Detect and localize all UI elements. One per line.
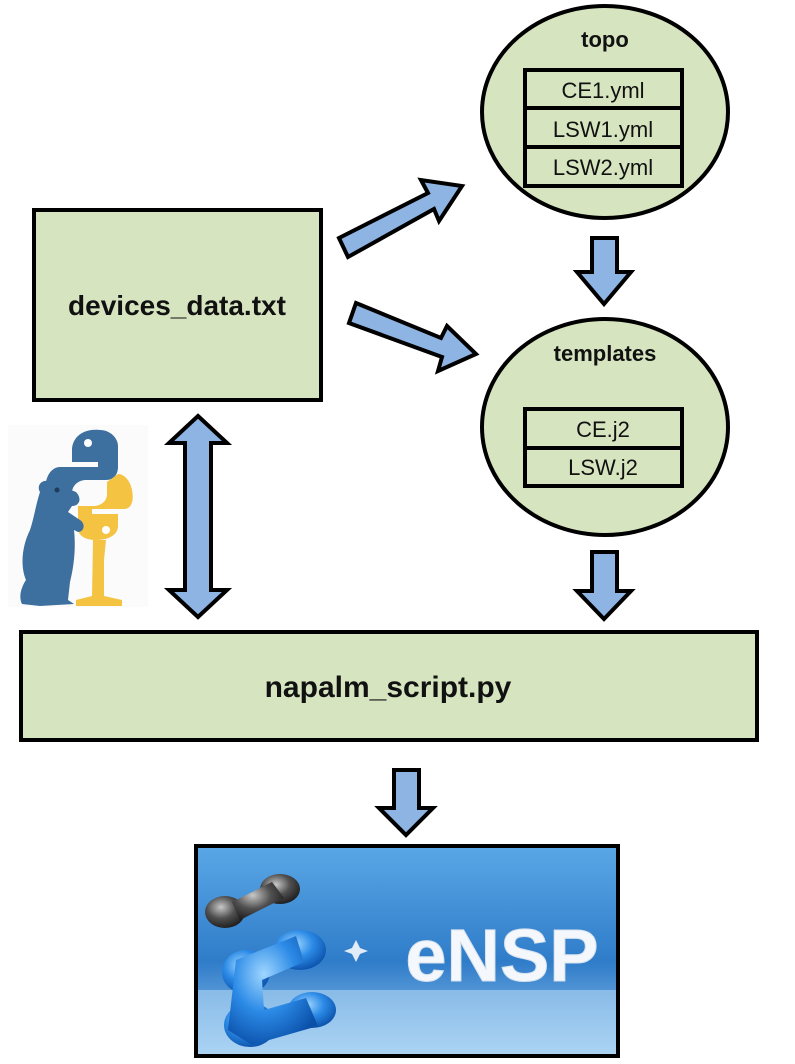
template-file-lsw: LSW.j2 [568,455,638,480]
arrow-devices-script-bidirectional [163,413,233,620]
topo-file-lsw2: LSW2.yml [553,155,653,180]
arrow-devices-to-templates [346,300,480,375]
ensp-logo-text: eNSP [405,914,598,997]
napalm-script-box: napalm_script.py [19,630,759,742]
gray-blob-icon [205,874,300,928]
arrow-templates-to-script [572,550,636,622]
python-logo-icon [8,425,148,607]
devices-data-box: devices_data.txt [32,208,323,402]
templates-folder: templates CE.j2 LSW.j2 [480,317,730,537]
scratch-post-icon [76,540,122,606]
sparkle-icon [344,940,368,962]
topo-folder: topo CE1.yml LSW1.yml LSW2.yml [480,4,730,220]
napalm-script-label: napalm_script.py [265,671,512,704]
topo-title: topo [581,27,629,52]
bear-mascot-icon [20,480,84,606]
template-file-ce: CE.j2 [576,417,630,442]
devices-data-label: devices_data.txt [68,290,286,321]
arrow-devices-to-topo [336,177,466,260]
arrows [163,177,636,838]
templates-title: templates [554,341,657,366]
ensp-logo-icon: eNSP [194,844,620,1058]
topo-file-lsw1: LSW1.yml [553,117,653,142]
topo-file-ce1: CE1.yml [561,78,644,103]
python-snake-yellow-icon [78,474,133,540]
arrow-topo-to-templates [572,236,636,308]
blue-blob-icon [222,930,336,1047]
arrow-script-to-ensp [374,768,438,838]
